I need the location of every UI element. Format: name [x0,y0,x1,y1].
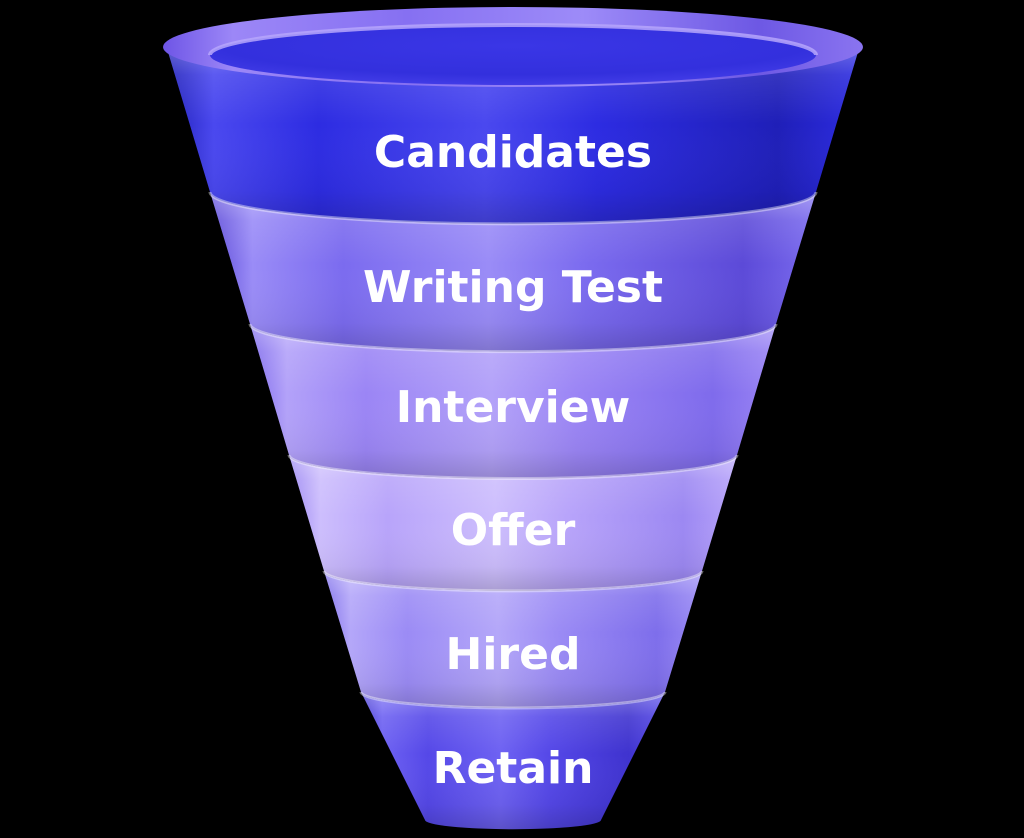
funnel-stage-sheen [324,571,702,708]
funnel-stage-sheen [210,192,817,352]
funnel-top-rim [163,7,863,87]
funnel-stage-lip [248,323,778,354]
funnel-stage-2 [208,191,818,352]
funnel-stage-6 [359,691,667,830]
funnel-stage-label: Candidates [374,127,652,178]
funnel-stage-3 [248,323,778,479]
funnel-stage-5 [322,570,704,708]
funnel-body [165,42,862,830]
funnel-stage-lip [322,570,704,593]
funnel-stage-sheen [289,455,737,591]
funnel-stage-lip [208,191,818,226]
funnel-stage-lip [359,691,667,710]
funnel-stage-label: Interview [396,382,631,433]
funnel-stage-label: Hired [446,629,581,680]
funnel-rim-inner [210,25,816,85]
funnel-stage-4 [287,454,739,591]
funnel-stage-sheen [361,692,665,830]
funnel-stage-sheen [165,42,862,224]
funnel-stage-1 [165,42,862,224]
funnel-rim-highlight [208,23,818,56]
funnel-stage-label: Retain [433,743,594,794]
funnel-stage-sheen [250,324,776,479]
funnel-stage-lip [287,454,739,481]
funnel-stage-label: Offer [451,505,576,556]
funnel-stage-label: Writing Test [363,262,663,313]
